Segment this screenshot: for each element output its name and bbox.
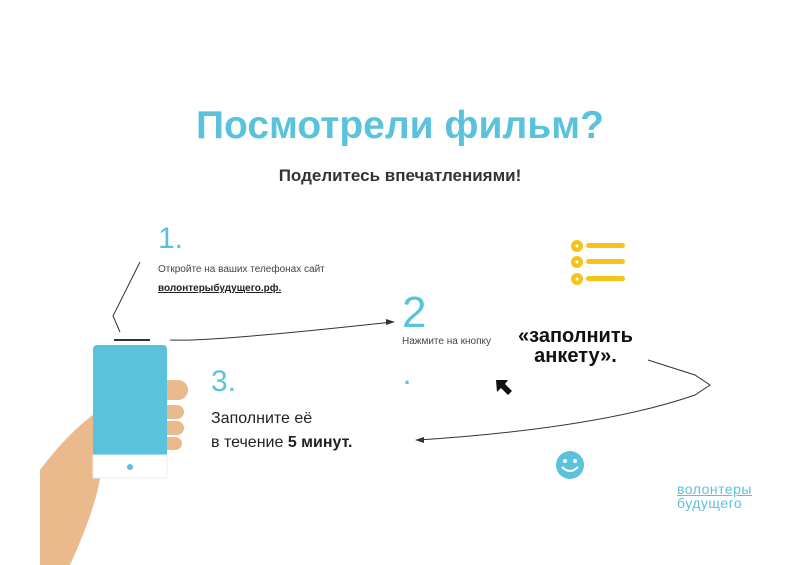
logo-line2: будущего	[677, 495, 743, 511]
list-icon	[571, 240, 625, 285]
step1-number: 1.	[158, 222, 184, 255]
step3-number: 3.	[211, 365, 237, 398]
step1-text: Откройте на ваших телефонах сайт	[158, 264, 325, 275]
fill-form-button-label: «заполнить анкету».	[503, 326, 648, 366]
cursor-icon	[496, 380, 512, 395]
step3-line2-prefix: в течение	[211, 434, 288, 451]
step2-number: 2	[402, 288, 427, 337]
smiley-icon	[556, 451, 584, 479]
step3-line1: Заполните её	[211, 410, 313, 427]
arrow-to-step2	[169, 321, 393, 341]
page-subtitle: Поделитесь впечатлениями!	[278, 166, 522, 185]
step3-duration: 5 минут.	[287, 434, 353, 451]
step2-dot: .	[404, 364, 411, 389]
arrow-to-step3	[417, 359, 711, 441]
logo: волонтеры будущего	[677, 482, 752, 510]
button-label-line1: «заполнить	[518, 325, 633, 347]
phone-icon	[92, 339, 168, 479]
pointer-line	[112, 261, 141, 333]
button-label-line2: анкету».	[534, 345, 617, 367]
logo-line1: волонтеры	[677, 481, 752, 497]
step2-text: Нажмите на кнопку	[402, 336, 491, 347]
step3-line2: в течение 5 минут.	[211, 431, 352, 455]
site-link[interactable]: волонтерыбудущего.рф.	[158, 283, 282, 294]
step3-text: Заполните её в течение 5 минут.	[211, 407, 352, 455]
page-title: Посмотрели фильм?	[196, 104, 604, 147]
